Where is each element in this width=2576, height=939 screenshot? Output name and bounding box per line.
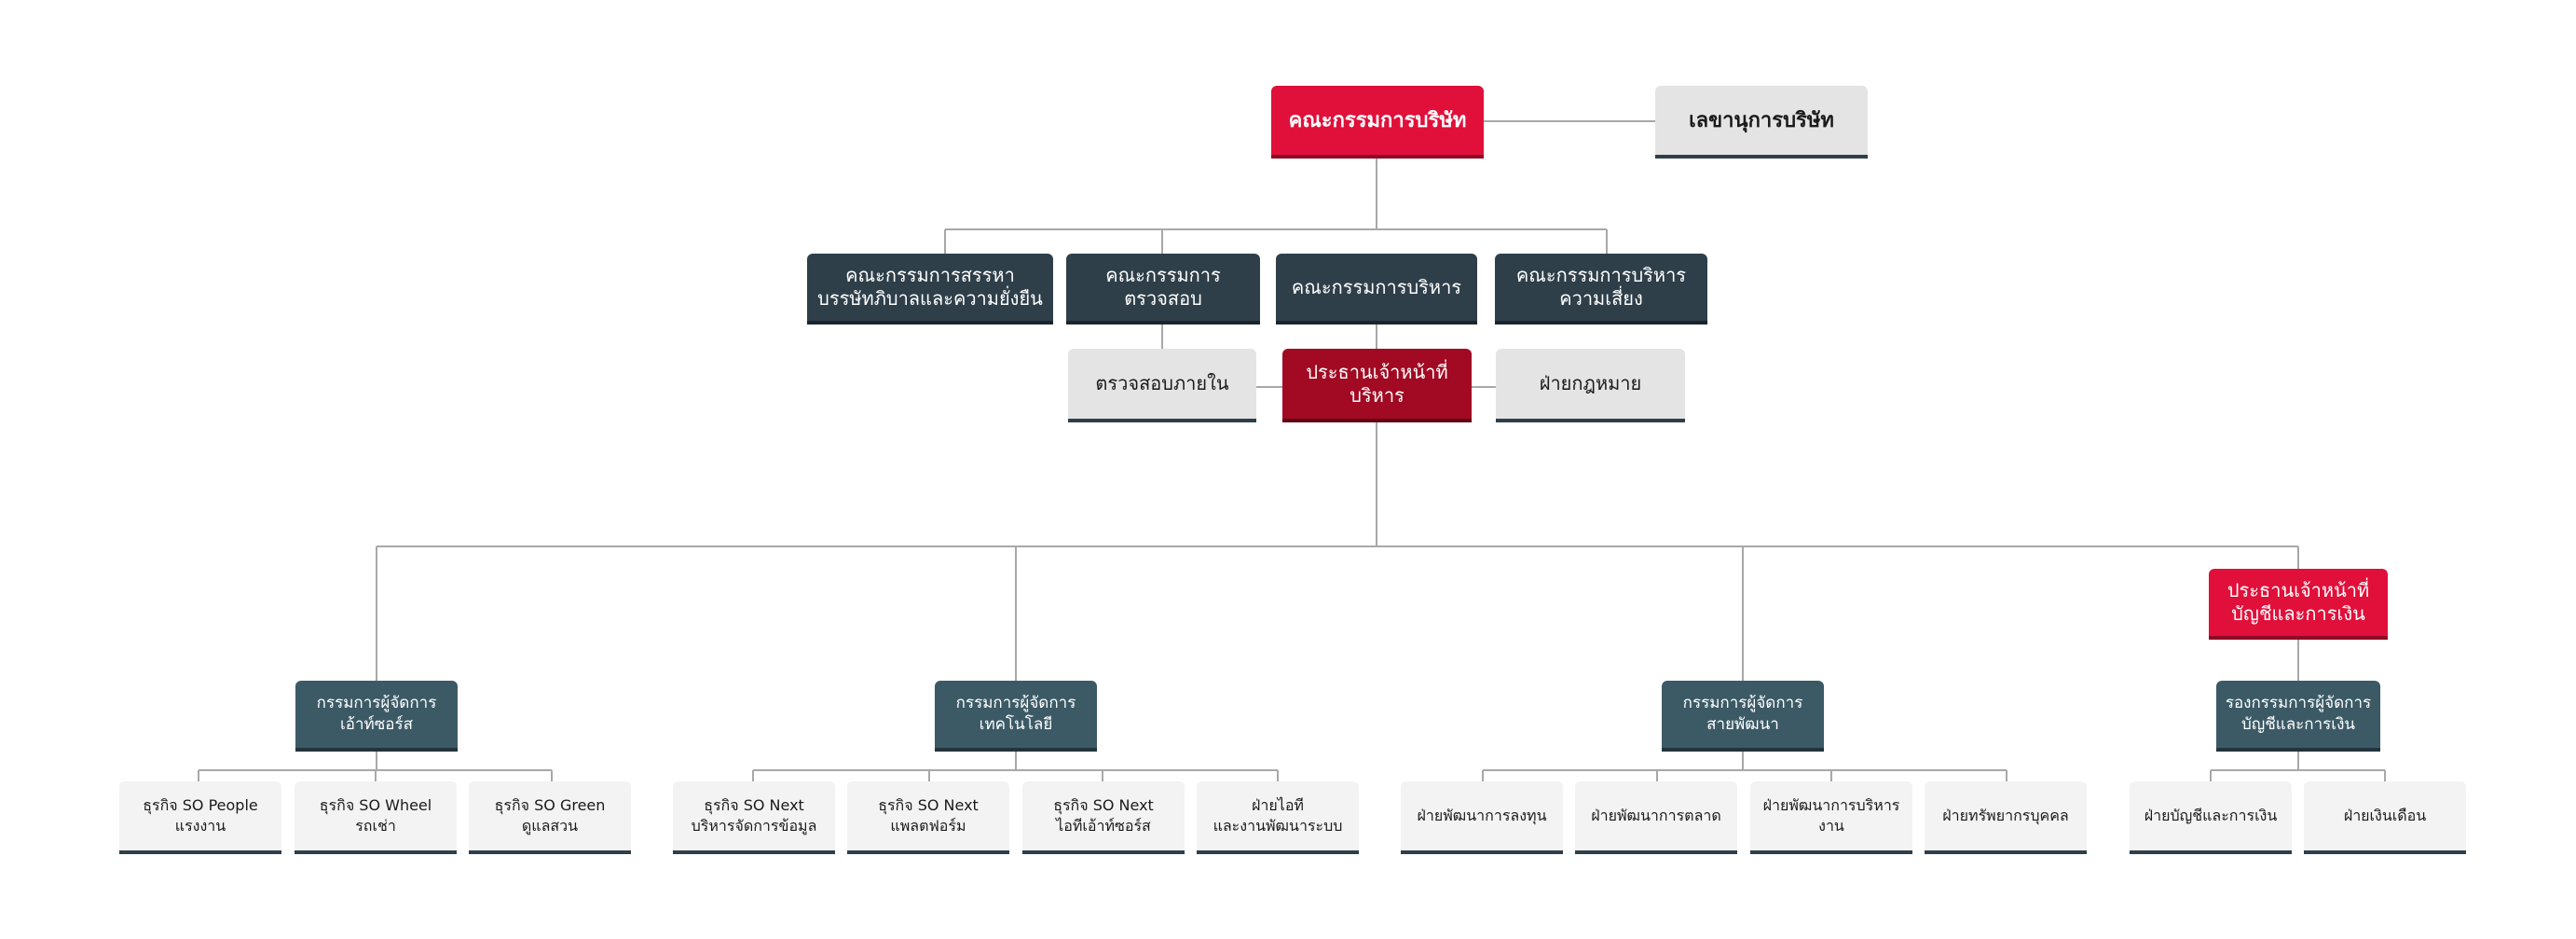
secretary-node: เลขานุการบริษัท [1655, 86, 1868, 159]
md-technology-node: กรรมการผู้จัดการ เทคโนโลยี [935, 681, 1097, 752]
board-node: คณะกรรมการบริษัท [1271, 86, 1484, 159]
audit-committee-node: คณะกรรมการ ตรวจสอบ [1066, 254, 1260, 325]
risk-committee-node: คณะกรรมการบริหาร ความเสี่ยง [1495, 254, 1707, 325]
unit-payroll: ฝ่ายเงินเดือน [2304, 781, 2466, 854]
legal-node: ฝ่ายกฎหมาย [1496, 349, 1685, 422]
unit-so-people: ธุรกิจ SO People แรงงาน [119, 781, 281, 854]
internal-audit-node: ตรวจสอบภายใน [1068, 349, 1256, 422]
governance-committee-node: คณะกรรมการสรรหา บรรษัทภิบาลและความยั่งยื… [807, 254, 1053, 325]
unit-human-resources: ฝ่ายทรัพยากรบุคคล [1925, 781, 2087, 854]
unit-so-next-it-outsource: ธุรกิจ SO Next ไอทีเอ้าท์ซอร์ส [1022, 781, 1185, 854]
deputy-md-finance-node: รองกรรมการผู้จัดการ บัญชีและการเงิน [2216, 681, 2380, 752]
executive-committee-node: คณะกรรมการบริหาร [1276, 254, 1477, 325]
cfo-node: ประธานเจ้าหน้าที่ บัญชีและการเงิน [2209, 569, 2388, 640]
unit-management-dev: ฝ่ายพัฒนาการบริหารงาน [1750, 781, 1912, 854]
md-development-node: กรรมการผู้จัดการ สายพัฒนา [1662, 681, 1824, 752]
unit-so-next-data: ธุรกิจ SO Next บริหารจัดการข้อมูล [673, 781, 835, 854]
unit-accounting-finance: ฝ่ายบัญชีและการเงิน [2130, 781, 2292, 854]
ceo-node: ประธานเจ้าหน้าที่บริหาร [1282, 349, 1472, 422]
unit-marketing-dev: ฝ่ายพัฒนาการตลาด [1575, 781, 1737, 854]
unit-so-wheel: ธุรกิจ SO Wheel รถเช่า [295, 781, 457, 854]
md-outsource-node: กรรมการผู้จัดการ เอ้าท์ซอร์ส [295, 681, 458, 752]
unit-so-next-platform: ธุรกิจ SO Next แพลตฟอร์ม [847, 781, 1009, 854]
unit-investment-dev: ฝ่ายพัฒนาการลงทุน [1401, 781, 1563, 854]
unit-so-green: ธุรกิจ SO Green ดูแลสวน [469, 781, 631, 854]
unit-it-system-dev: ฝ่ายไอที และงานพัฒนาระบบ [1197, 781, 1359, 854]
